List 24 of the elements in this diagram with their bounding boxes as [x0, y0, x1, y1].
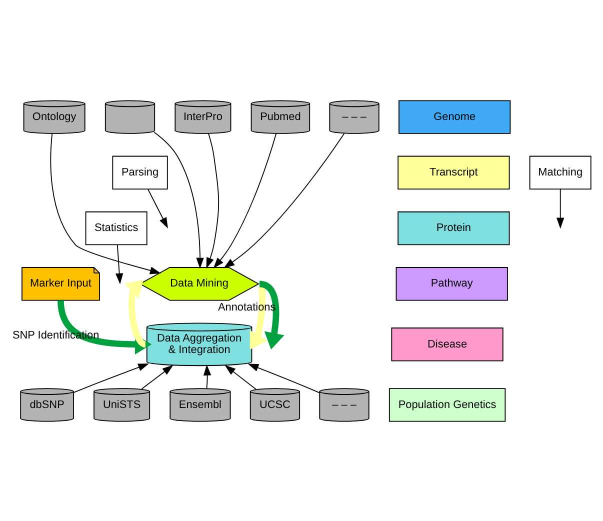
arrow	[73, 363, 150, 392]
node-box: Matching	[529, 155, 592, 190]
node-box: Statistics	[85, 210, 148, 245]
arrow	[154, 131, 204, 268]
node-box: Parsing	[112, 155, 168, 190]
arrow	[141, 364, 174, 389]
node-box: Population Genetics	[388, 388, 506, 422]
node-box: Protein	[398, 210, 510, 245]
arrow	[213, 132, 277, 268]
node-box: Pathway	[396, 266, 508, 300]
arrow	[148, 188, 168, 228]
node-box: Genome	[398, 100, 511, 134]
arrow	[206, 132, 220, 268]
node-box: Disease	[391, 327, 504, 361]
arrow	[259, 280, 284, 349]
arrow	[124, 279, 146, 347]
arrow	[556, 188, 564, 228]
arrow	[248, 363, 320, 393]
arrow	[224, 364, 256, 390]
arrow	[50, 132, 161, 274]
node-box: Transcript	[398, 155, 510, 190]
arrow	[203, 364, 212, 388]
arrow	[116, 244, 124, 284]
arrow	[224, 132, 345, 268]
